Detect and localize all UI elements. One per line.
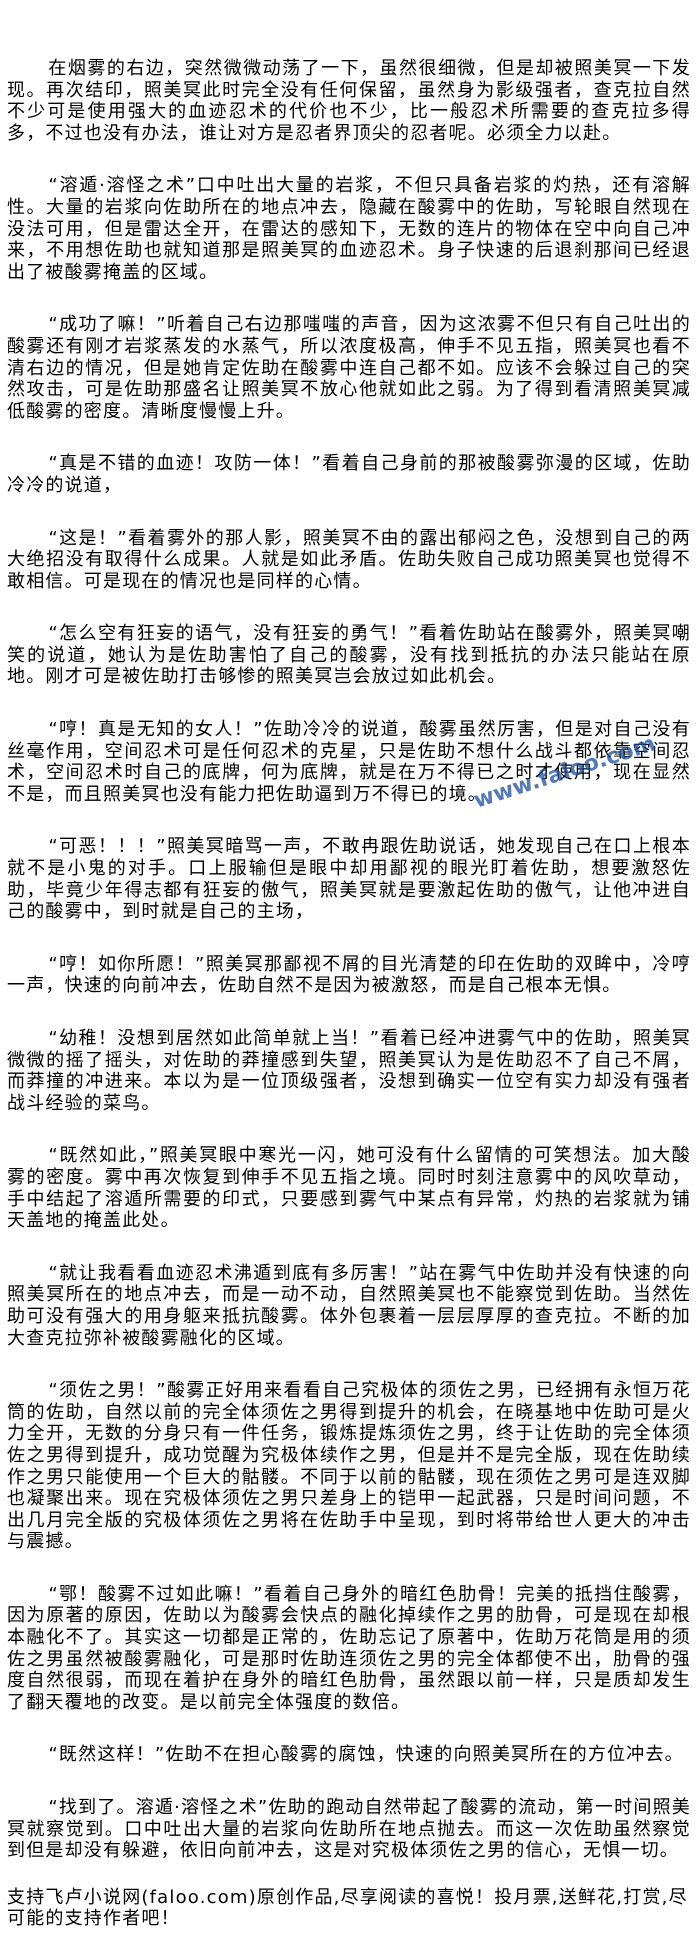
chapter-content: 在烟雾的右边，突然微微动荡了一下，虽然很细微，但是却被照美冥一下发现。再次结印，…	[7, 58, 691, 1948]
paragraph: “哼！如你所愿！”照美冥那鄙视不屑的目光清楚的印在佐助的双眸中，冷哼一声，快速的…	[7, 953, 691, 997]
paragraph: “溶遁·溶怪之术”口中吐出大量的岩浆，不但只具备岩浆的灼热，还有溶解性。大量的岩…	[7, 175, 691, 283]
paragraph: “找到了。溶遁·溶怪之术”佐助的跑动自然带起了酸雾的流动，第一时间照美冥就察觉到…	[7, 1797, 691, 1862]
support-footer: 支持飞卢小说网(faloo.com)原创作品,尽享阅读的喜悦！投月票,送鲜花,打…	[7, 1886, 688, 1930]
paragraph: “怎么空有狂妄的语气，没有狂妄的勇气！”看着佐助站在酸雾外，照美冥嘲笑的说道，她…	[7, 623, 691, 688]
paragraph: “幼稚！没想到居然如此简单就上当！”看着已经冲进雾气中的佐助，照美冥微微的摇了摇…	[7, 1028, 691, 1114]
paragraph: 在烟雾的右边，突然微微动荡了一下，虽然很细微，但是却被照美冥一下发现。再次结印，…	[7, 58, 691, 144]
paragraph: “成功了嘛！”听着自己右边那嗤嗤的声音，因为这浓雾不但只有自己吐出的酸雾还有刚才…	[7, 314, 691, 422]
paragraph: “可恶！！！”照美冥暗骂一声，不敢冉跟佐助说话，她发现自己在口上根本就不是小鬼的…	[7, 836, 691, 923]
paragraph: “就让我看看血迹忍术沸遁到底有多厉害！”站在雾气中佐助并没有快速的向照美冥所在的…	[7, 1262, 691, 1349]
paragraph: “须佐之男！”酸雾正好用来看看自己究极体的须佐之男，已经拥有永恒万花筒的佐助，自…	[7, 1380, 691, 1553]
paragraph: “既然这样！”佐助不在担心酸雾的腐蚀，快速的向照美冥所在的方位冲去。	[48, 1744, 684, 1766]
paragraph: “鄂！酸雾不过如此嘛！”看着自己身外的暗红色肋骨！完美的抵挡住酸雾，因为原著的原…	[7, 1583, 691, 1713]
paragraph: “哼！真是无知的女人！”佐助冷冷的说道，酸雾虽然厉害，但是对自己没有丝毫作用，空…	[7, 719, 691, 805]
paragraph: “真是不错的血迹！攻防一体！”看着自己身前的那被酸雾弥漫的区域，佐助冷冷的说道，	[7, 453, 691, 496]
paragraph: “这是！”看着雾外的那人影，照美冥不由的露出郁闷之色，没想到自己的两大绝招没有取…	[7, 527, 691, 592]
paragraph: “既然如此，”照美冥眼中寒光一闪，她可没有什么留情的可笑想法。加大酸雾的密度。雾…	[7, 1145, 691, 1232]
